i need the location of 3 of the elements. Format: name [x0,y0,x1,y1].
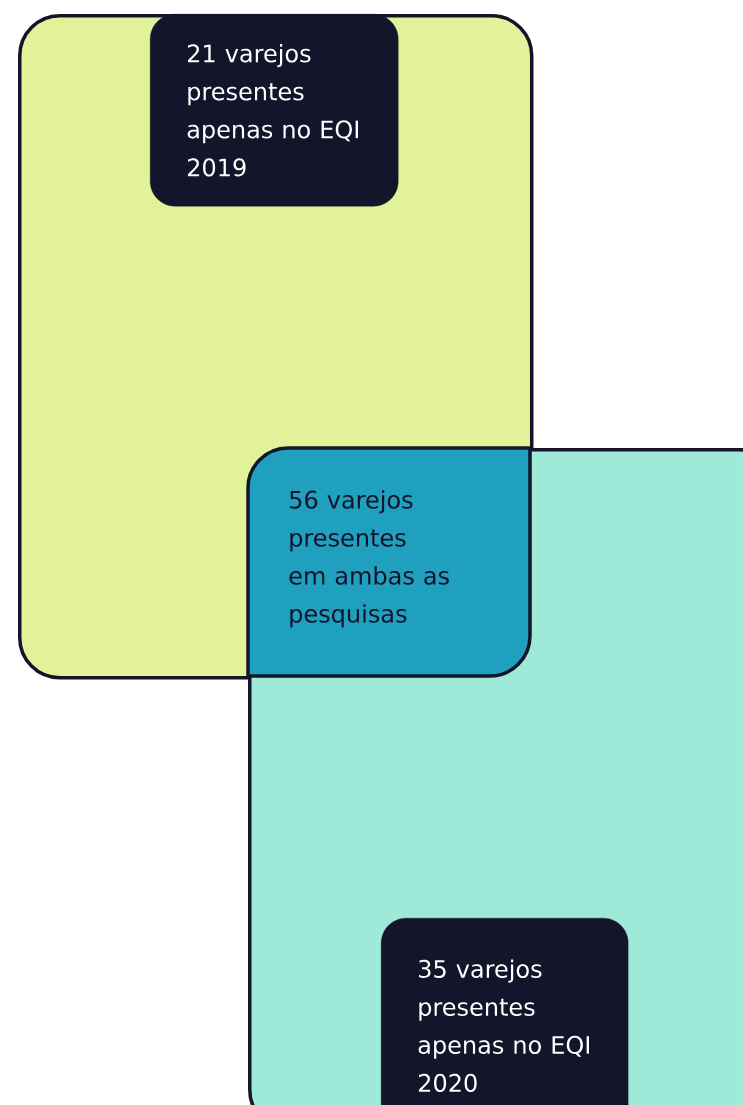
label-box: 35 varejos presentes apenas no EQI 2020 [381,918,629,1105]
label-box: 21 varejos presentes apenas no EQI 2019 [150,14,399,207]
overlap-region: 56 varejos presentes em ambas as pesquisas [246,446,532,678]
